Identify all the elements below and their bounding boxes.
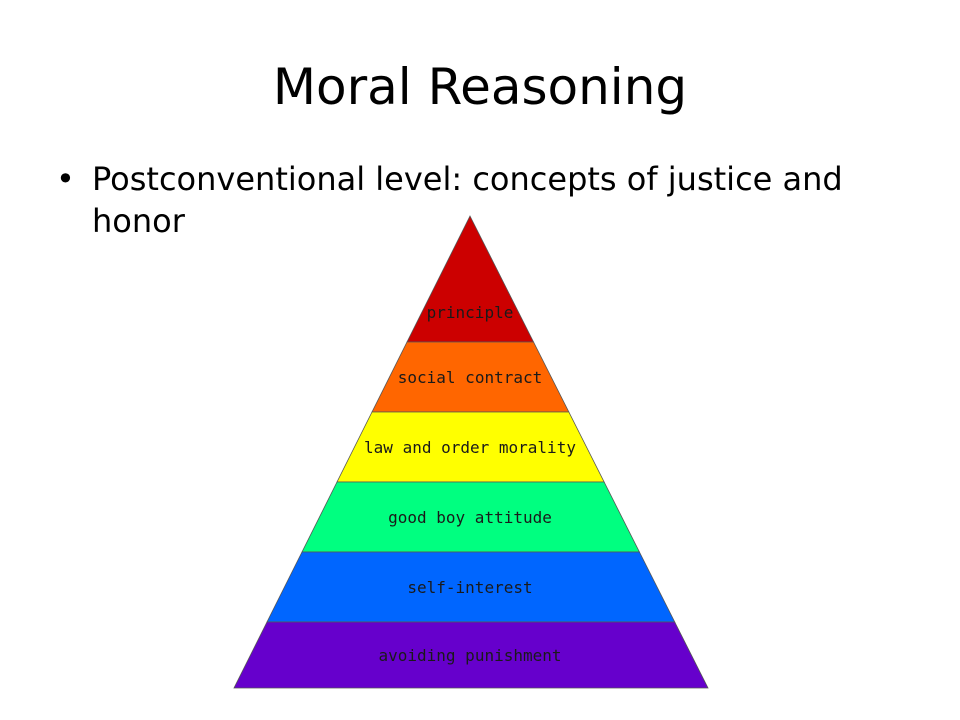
- tier-label-principle: principle: [427, 303, 514, 322]
- tier-label-self-interest: self-interest: [407, 578, 532, 597]
- bullet-marker: •: [56, 160, 75, 198]
- tier-label-law-and-order: law and order morality: [364, 438, 576, 457]
- bullet-text: Postconventional level: concepts of just…: [92, 160, 843, 240]
- tier-label-social-contract: social contract: [398, 368, 543, 387]
- pyramid-tier-avoiding-punishment: [233, 621, 709, 689]
- tier-label-avoiding-punishment: avoiding punishment: [378, 646, 561, 665]
- tier-label-good-boy: good boy attitude: [388, 508, 552, 527]
- slide-title: Moral Reasoning: [272, 58, 688, 116]
- bullet-item: • Postconventional level: concepts of ju…: [56, 158, 916, 242]
- bullet-list: • Postconventional level: concepts of ju…: [56, 158, 916, 242]
- pyramid-tier-principle: [406, 215, 535, 343]
